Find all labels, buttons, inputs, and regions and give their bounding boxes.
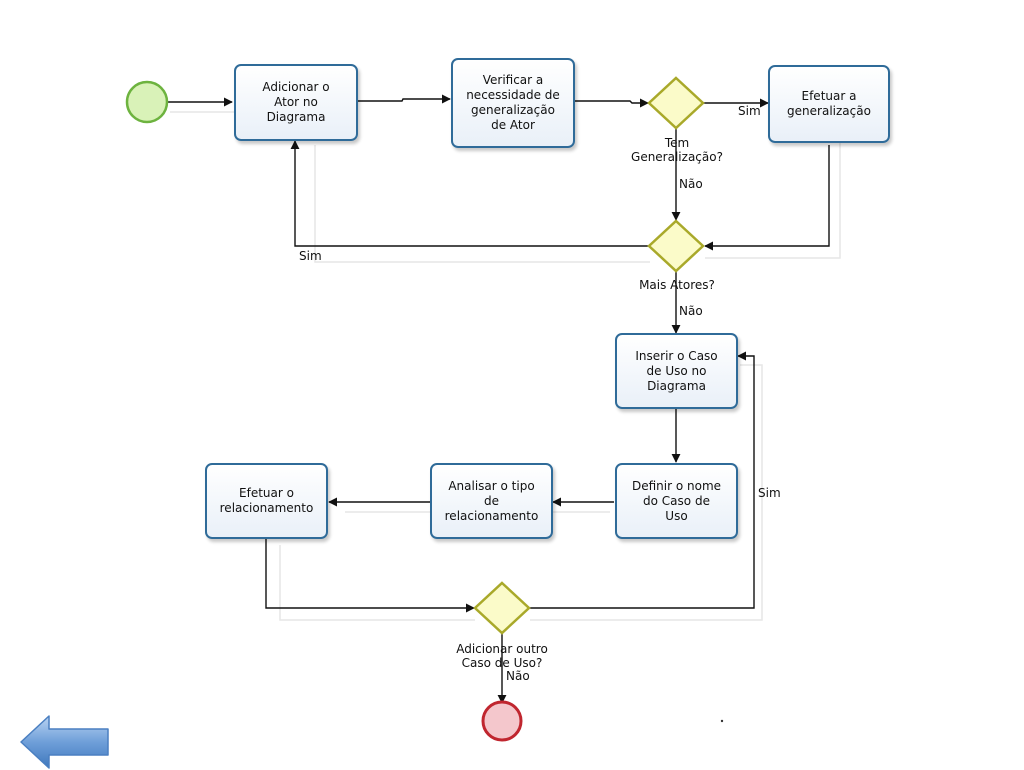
flow-verificar-to-gateway (574, 98, 649, 108)
left-arrow-icon[interactable] (19, 714, 111, 770)
flow-label-nao-generalizacao: Não (679, 177, 703, 191)
gateway-tem-generalizacao-label: Tem Generalização? (631, 136, 723, 164)
gateway-adicionar-outro (473, 581, 531, 635)
flow-label-sim-generalizacao: Sim (738, 104, 761, 118)
gateway-mais-atores (647, 219, 705, 273)
task-inserir-caso-uso: Inserir o Caso de Uso no Diagrama (615, 333, 738, 409)
connector-shadows (170, 111, 841, 621)
task-analisar-tipo: Analisar o tipo de relacionamento (430, 463, 553, 539)
task-efetuar-generalizacao-label: Efetuar a generalização (787, 89, 871, 118)
task-definir-nome: Definir o nome do Caso de Uso (615, 463, 738, 539)
sequence-flows (168, 94, 830, 704)
stray-dot (720, 719, 724, 723)
gateway-mais-atores-label: Mais Atores? (639, 278, 715, 292)
task-adicionar-ator: Adicionar o Ator no Diagrama (234, 64, 358, 141)
gateway-tem-generalizacao (647, 76, 705, 130)
task-efetuar-generalizacao: Efetuar a generalização (768, 65, 890, 143)
task-definir-nome-label: Definir o nome do Caso de Uso (631, 478, 722, 523)
flow-label-sim-adicionar-outro: Sim (758, 486, 781, 500)
flow-efetuar-relacionamento-to-gateway (265, 539, 475, 613)
start-event (125, 80, 169, 124)
task-efetuar-relacionamento: Efetuar o relacionamento (205, 463, 328, 539)
task-verificar-generalizacao: Verificar a necessidade de generalização… (451, 58, 575, 148)
task-adicionar-ator-label: Adicionar o Ator no Diagrama (262, 80, 330, 124)
flow-label-nao-mais-atores: Não (679, 304, 703, 318)
flow-label-nao-adicionar-outro: Não (506, 669, 530, 683)
flow-mais-atores-sim-to-adicionar-ator (290, 140, 648, 247)
gateway-adicionar-outro-label: Adicionar outro Caso de Uso? (456, 642, 548, 670)
flow-adicionar-to-verificar (357, 94, 451, 104)
task-analisar-tipo-label: Analisar o tipo de relacionamento (444, 478, 539, 523)
flow-adicionar-outro-sim-to-inserir (530, 351, 755, 609)
flow-label-sim-mais-atores: Sim (299, 249, 322, 263)
end-event (481, 700, 523, 742)
task-efetuar-relacionamento-label: Efetuar o relacionamento (219, 486, 314, 515)
task-inserir-caso-uso-label: Inserir o Caso de Uso no Diagrama (635, 348, 718, 393)
flow-efetuar-generalizacao-to-mais-atores (704, 145, 830, 251)
task-verificar-generalizacao-label: Verificar a necessidade de generalização… (466, 73, 560, 132)
